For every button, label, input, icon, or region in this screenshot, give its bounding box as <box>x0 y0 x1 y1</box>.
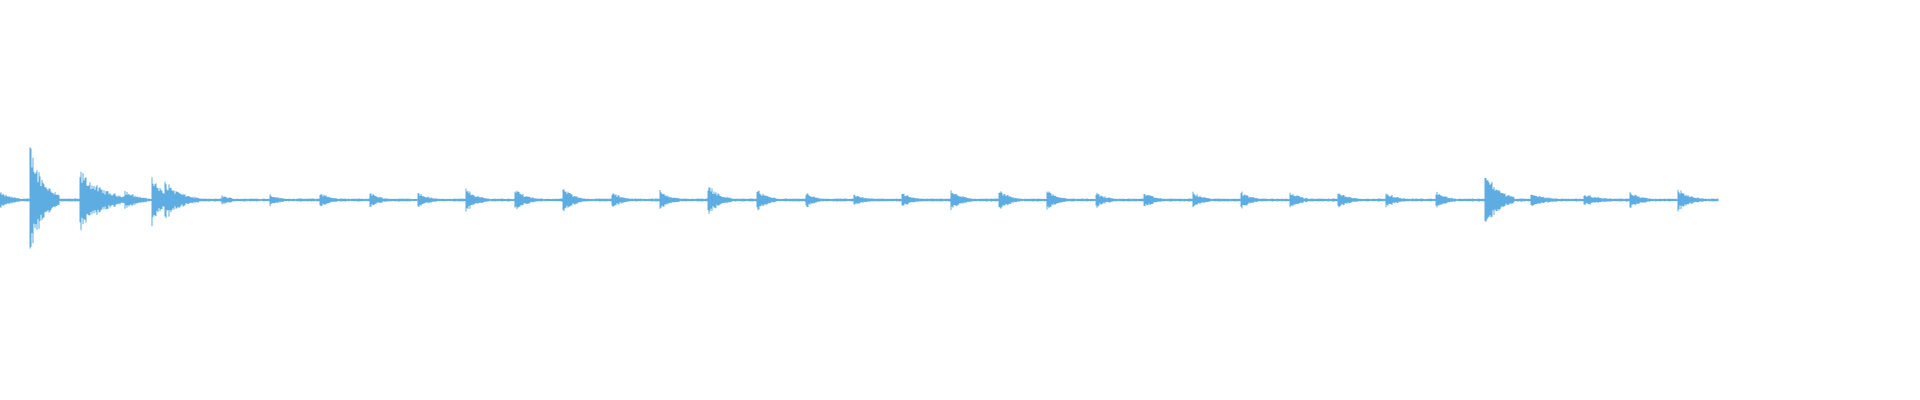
waveform-bars <box>0 147 1719 249</box>
waveform-path <box>0 147 1719 249</box>
